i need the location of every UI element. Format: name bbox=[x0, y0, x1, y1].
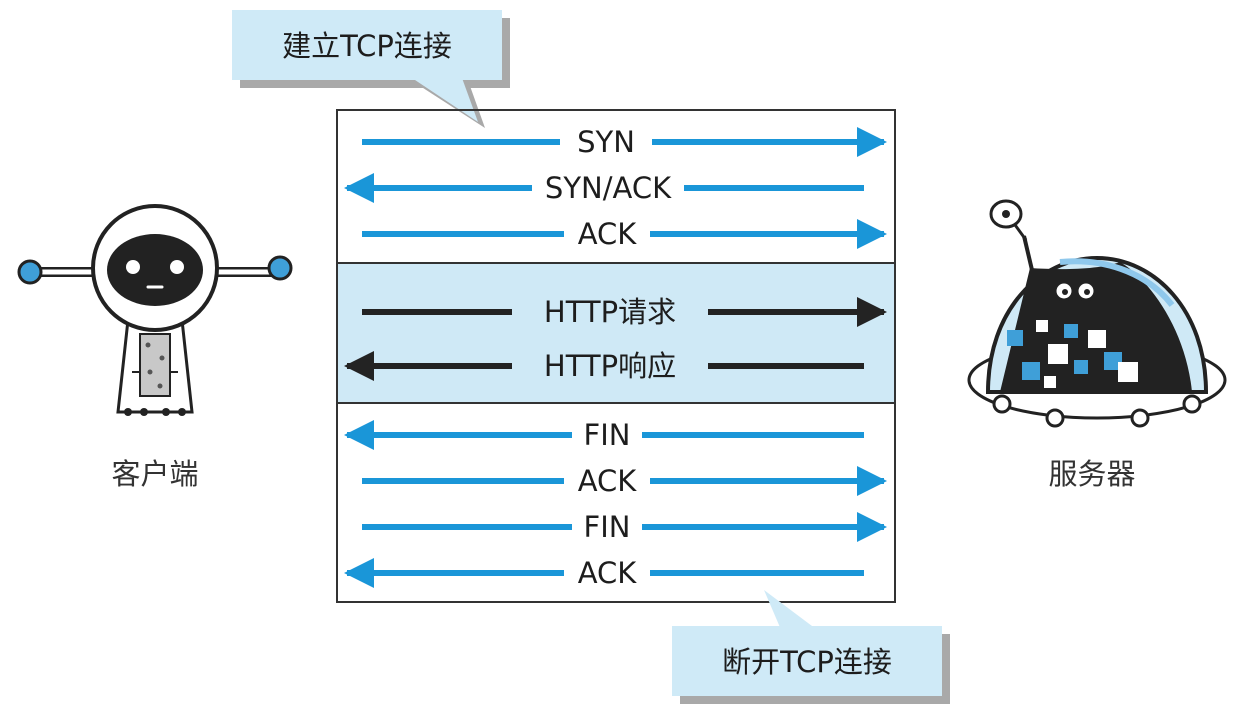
label-ack-3: ACK bbox=[578, 556, 638, 590]
client-label: 客户端 bbox=[111, 457, 198, 491]
label-ack-2: ACK bbox=[578, 464, 638, 498]
callout-establish: 建立TCP连接 bbox=[232, 10, 510, 128]
message-syn-ack: SYN/ACK bbox=[344, 171, 864, 205]
http-group: HTTP请求 HTTP响应 bbox=[344, 295, 887, 383]
sequence-box bbox=[336, 109, 896, 603]
message-fin-1: FIN bbox=[344, 418, 864, 452]
label-syn: SYN bbox=[577, 125, 635, 159]
message-syn: SYN bbox=[362, 125, 887, 159]
client-robot-icon bbox=[17, 204, 293, 416]
label-ack-1: ACK bbox=[578, 217, 638, 251]
message-ack-3: ACK bbox=[344, 556, 864, 590]
server-label: 服务器 bbox=[1048, 457, 1135, 491]
teardown-group: FIN ACK FIN ACK bbox=[344, 418, 887, 590]
label-syn-ack: SYN/ACK bbox=[545, 171, 672, 205]
label-http-request: HTTP请求 bbox=[544, 295, 676, 329]
server-robot-icon bbox=[967, 199, 1227, 428]
callout-close-text: 断开TCP连接 bbox=[722, 645, 892, 679]
label-http-response: HTTP响应 bbox=[544, 349, 676, 383]
message-http-request: HTTP请求 bbox=[362, 295, 887, 329]
message-ack-2: ACK bbox=[362, 464, 887, 498]
label-fin-2: FIN bbox=[584, 510, 631, 544]
handshake-group: SYN SYN/ACK ACK bbox=[344, 125, 887, 251]
http-band bbox=[337, 263, 895, 403]
message-fin-2: FIN bbox=[362, 510, 887, 544]
message-http-response: HTTP响应 bbox=[344, 349, 864, 383]
callout-establish-text: 建立TCP连接 bbox=[282, 29, 452, 63]
callout-close: 断开TCP连接 bbox=[672, 590, 950, 704]
label-fin-1: FIN bbox=[584, 418, 631, 452]
message-ack-1: ACK bbox=[362, 217, 887, 251]
